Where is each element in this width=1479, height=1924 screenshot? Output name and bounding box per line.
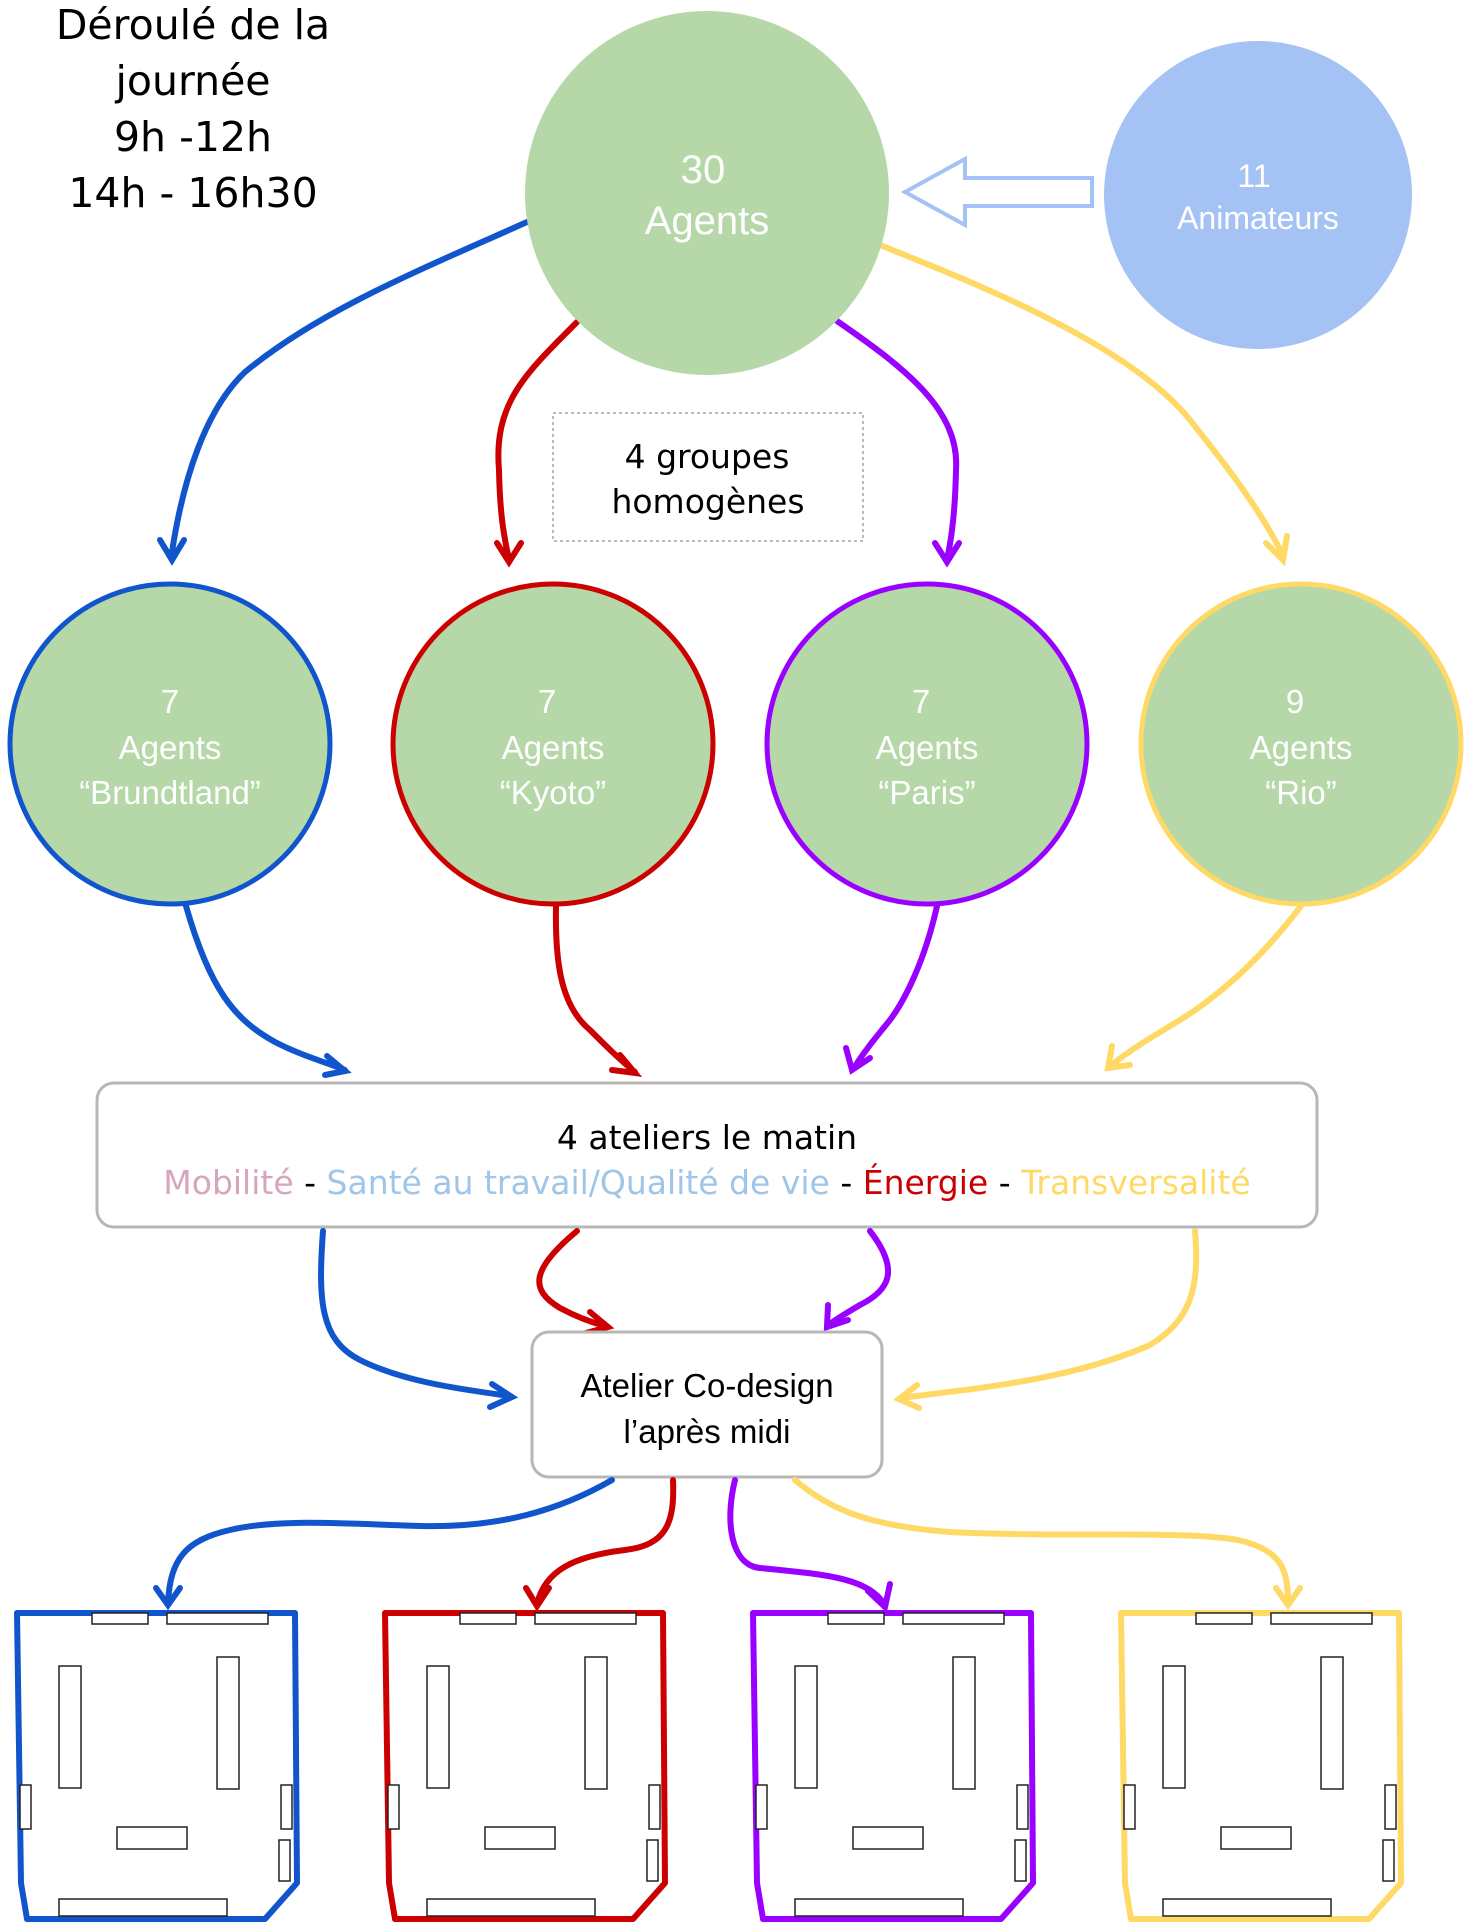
agents-total-number: 30 [681, 148, 726, 192]
group-paris-circle [764, 581, 1090, 907]
room-plan-yellow [1118, 1610, 1404, 1922]
group-paris-label: Agents [876, 729, 979, 766]
topic-sante: Santé au travail/Qualité de vie [327, 1163, 830, 1202]
group-brundtland-count: 7 [161, 683, 179, 720]
afternoon-codesign-box [530, 1330, 884, 1479]
group-rio: 9 Agents “Rio” [1138, 581, 1464, 907]
group-paris-count: 7 [912, 683, 930, 720]
connectors-top [157, 219, 1290, 568]
schedule-title-line-4: 14h - 16h30 [68, 169, 317, 217]
schedule-title-line-1: Déroulé de la [56, 1, 330, 49]
afternoon-codesign-line-2: l’après midi [624, 1413, 791, 1450]
connectors-afternoon-to-rooms [153, 1477, 1303, 1613]
facilitators-number: 11 [1237, 158, 1270, 194]
topic-separator-2: - [830, 1163, 863, 1202]
morning-workshops-title: 4 ateliers le matin [557, 1118, 857, 1157]
group-rio-label: Agents [1250, 729, 1353, 766]
morning-workshops-box [95, 1081, 1319, 1229]
topic-energie: Énergie [863, 1162, 988, 1202]
group-brundtland-label: Agents [119, 729, 222, 766]
morning-topics-line: Mobilité - Santé au travail/Qualité de v… [163, 1162, 1250, 1202]
room-plan-red [382, 1610, 668, 1922]
groups-note-line-2: homogènes [611, 482, 804, 521]
groups-note-box [552, 412, 864, 542]
topic-transversalite: Transversalité [1020, 1163, 1251, 1202]
group-kyoto-count: 7 [538, 683, 556, 720]
topic-mobilite: Mobilité [163, 1163, 293, 1202]
topic-separator-1: - [294, 1163, 327, 1202]
afternoon-codesign-line-1: Atelier Co-design [580, 1367, 833, 1404]
connectors-groups-to-morning [183, 903, 1304, 1078]
group-kyoto: 7 Agents “Kyoto” [390, 581, 716, 907]
groups-note-line-1: 4 groupes [625, 437, 790, 476]
connectors-morning-to-afternoon [318, 1228, 1200, 1411]
room-plan-blue [14, 1610, 300, 1922]
agents-total-circle [525, 11, 889, 375]
group-rio-name: “Rio” [1265, 774, 1337, 811]
group-kyoto-name: “Kyoto” [500, 774, 606, 811]
group-rio-count: 9 [1286, 683, 1304, 720]
group-paris-name: “Paris” [878, 774, 975, 811]
facilitators-label: Animateurs [1177, 200, 1339, 236]
agents-total-label: Agents [645, 199, 770, 243]
group-paris: 7 Agents “Paris” [764, 581, 1090, 907]
facilitators-arrow [900, 155, 1094, 229]
group-kyoto-circle [390, 581, 716, 907]
group-kyoto-label: Agents [502, 729, 605, 766]
topic-separator-3: - [988, 1163, 1021, 1202]
schedule-title-line-2: journée [114, 57, 270, 105]
group-brundtland-circle [7, 581, 333, 907]
schedule-title-line-3: 9h -12h [114, 113, 272, 161]
group-brundtland: 7 Agents “Brundtland” [7, 581, 333, 907]
facilitators-circle [1104, 41, 1412, 349]
room-plan-purple [750, 1610, 1036, 1922]
group-brundtland-name: “Brundtland” [79, 774, 261, 811]
